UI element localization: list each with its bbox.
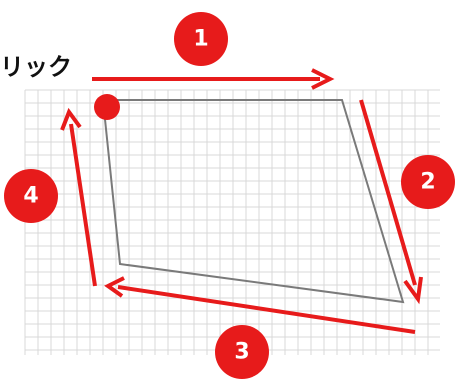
- step-badge-2: 2: [401, 155, 455, 209]
- arrow-4: [60, 107, 97, 287]
- arrow-3: [104, 276, 416, 334]
- step-badge-4-label: 4: [23, 184, 38, 209]
- step-badge-4: 4: [4, 169, 58, 223]
- step-badge-3-label: 3: [234, 340, 249, 365]
- step-badge-3: 3: [215, 325, 269, 379]
- background-grid: [24, 89, 440, 355]
- step-badge-1: 1: [174, 12, 228, 66]
- step-badge-2-label: 2: [420, 170, 435, 195]
- click-label: リック: [0, 53, 72, 81]
- arrow-1: [92, 68, 335, 90]
- start-point-dot: [94, 94, 120, 120]
- quadrilateral-shape: [101, 99, 405, 304]
- step-badge-1-label: 1: [193, 27, 208, 52]
- arrow-2: [359, 99, 423, 305]
